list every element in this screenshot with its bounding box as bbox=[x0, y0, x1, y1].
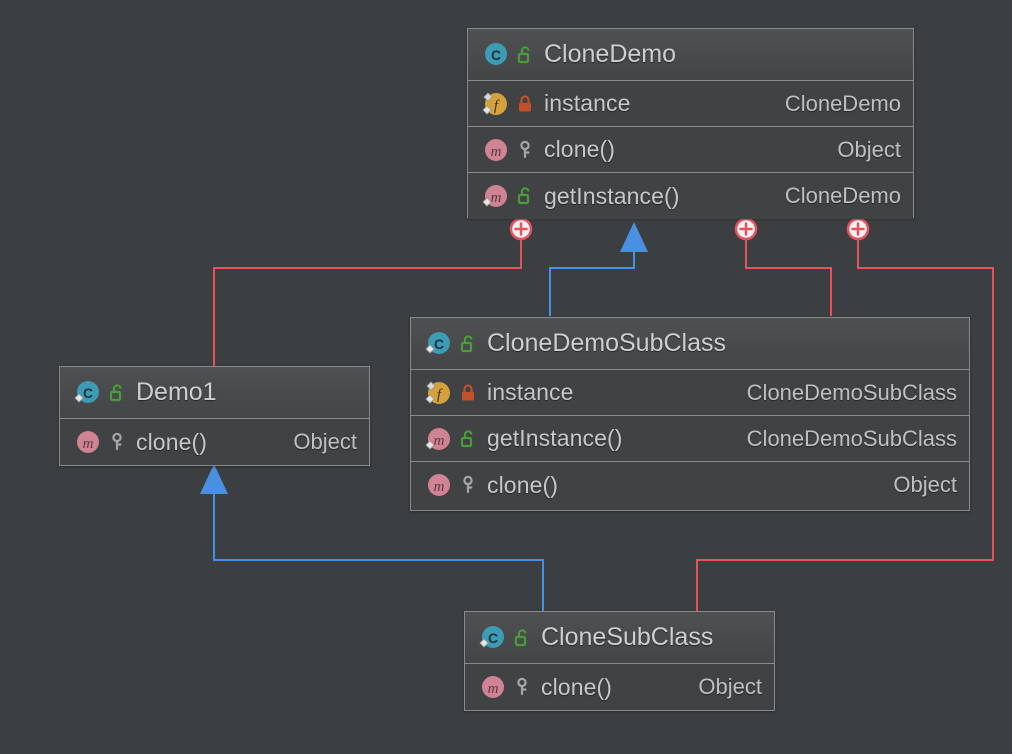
method-override-icon: m bbox=[480, 181, 510, 211]
class-box-clone-demo[interactable]: C CloneDemo f bbox=[467, 28, 914, 219]
member-name: clone() bbox=[544, 136, 616, 162]
class-box-clone-sub-class[interactable]: C CloneSubClass m bbox=[464, 611, 775, 711]
member-name: clone() bbox=[487, 471, 559, 498]
lock-icon bbox=[514, 91, 536, 117]
svg-text:f: f bbox=[437, 387, 443, 403]
plus-circle-icon bbox=[509, 217, 533, 241]
svg-text:m: m bbox=[434, 433, 445, 449]
member-row[interactable]: m clone() Object bbox=[465, 664, 774, 710]
member-row[interactable]: m getInstance() CloneDemo bbox=[468, 173, 913, 219]
unlock-icon bbox=[511, 625, 533, 651]
member-row[interactable]: f instance CloneDemoSubClass bbox=[411, 370, 969, 416]
member-type: CloneDemo bbox=[784, 183, 901, 208]
plus-circle-icon bbox=[846, 217, 870, 241]
method-override-icon: m bbox=[423, 424, 453, 454]
class-name: CloneSubClass bbox=[541, 623, 714, 651]
svg-text:C: C bbox=[491, 47, 501, 63]
key-icon bbox=[511, 674, 533, 700]
unlock-icon bbox=[457, 331, 479, 357]
svg-text:m: m bbox=[491, 190, 502, 206]
class-name: CloneDemoSubClass bbox=[487, 329, 727, 357]
svg-text:m: m bbox=[434, 479, 445, 495]
unlock-icon bbox=[106, 380, 128, 406]
class-icon: C bbox=[480, 40, 510, 70]
member-name: instance bbox=[487, 379, 574, 405]
class-name: CloneDemo bbox=[544, 40, 677, 68]
triangle-arrow-icon bbox=[620, 222, 648, 252]
unlock-icon bbox=[514, 42, 536, 68]
key-icon bbox=[106, 429, 128, 455]
member-type: Object bbox=[698, 674, 762, 699]
edge-clonedemosubclass-to-clonedemo[interactable] bbox=[745, 240, 832, 316]
member-row[interactable]: m clone() Object bbox=[411, 462, 969, 508]
triangle-arrow-icon bbox=[200, 464, 228, 494]
member-row[interactable]: f instance CloneDemo bbox=[468, 81, 913, 127]
key-icon bbox=[457, 472, 479, 498]
unlock-icon bbox=[514, 183, 536, 209]
member-type: CloneDemoSubClass bbox=[746, 425, 957, 451]
class-box-demo1[interactable]: C Demo1 m bbox=[59, 366, 370, 466]
field-icon: f bbox=[423, 378, 453, 408]
member-type: Object bbox=[893, 472, 957, 497]
svg-text:m: m bbox=[491, 144, 502, 160]
member-row[interactable]: m getInstance() CloneDemoSubClass bbox=[411, 416, 969, 462]
class-override-icon: C bbox=[72, 378, 102, 408]
class-header[interactable]: C Demo1 bbox=[60, 367, 369, 419]
svg-text:C: C bbox=[83, 385, 93, 401]
member-row[interactable]: m clone() Object bbox=[60, 419, 369, 465]
member-type: CloneDemo bbox=[784, 90, 901, 116]
lock-icon bbox=[457, 380, 479, 406]
member-type: Object bbox=[293, 429, 357, 454]
class-header[interactable]: C CloneDemoSubClass bbox=[411, 318, 969, 370]
member-row[interactable]: m clone() Object bbox=[468, 127, 913, 173]
plus-circle-icon bbox=[734, 217, 758, 241]
class-override-icon: C bbox=[477, 623, 507, 653]
class-override-icon: C bbox=[423, 329, 453, 359]
member-name: getInstance() bbox=[487, 425, 623, 451]
member-type: CloneDemoSubClass bbox=[746, 379, 957, 405]
svg-text:m: m bbox=[488, 681, 499, 697]
field-icon: f bbox=[480, 89, 510, 119]
member-type: Object bbox=[837, 136, 901, 162]
svg-text:C: C bbox=[434, 336, 444, 352]
method-icon: m bbox=[423, 470, 453, 500]
class-header[interactable]: C CloneDemo bbox=[468, 29, 913, 81]
class-name: Demo1 bbox=[136, 378, 217, 406]
method-icon: m bbox=[480, 135, 510, 165]
member-name: clone() bbox=[136, 428, 208, 455]
svg-text:m: m bbox=[83, 436, 94, 452]
key-icon bbox=[514, 137, 536, 163]
member-name: getInstance() bbox=[544, 182, 680, 209]
member-name: instance bbox=[544, 90, 631, 116]
svg-text:f: f bbox=[494, 98, 500, 114]
unlock-icon bbox=[457, 426, 479, 452]
method-icon: m bbox=[72, 427, 102, 457]
edge-clonedemosubclass-inherits-clonedemo[interactable] bbox=[549, 244, 635, 316]
class-header[interactable]: C CloneSubClass bbox=[465, 612, 774, 664]
member-name: clone() bbox=[541, 673, 613, 700]
class-box-clone-demo-sub-class[interactable]: C CloneDemoSubClass f bbox=[410, 317, 970, 511]
method-icon: m bbox=[477, 672, 507, 702]
svg-text:C: C bbox=[488, 630, 498, 646]
